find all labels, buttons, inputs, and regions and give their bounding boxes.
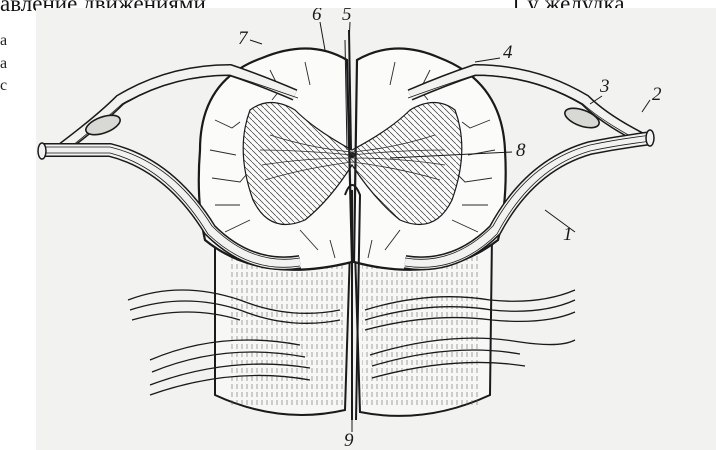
label-7: 7 xyxy=(238,28,249,49)
label-1: 1 xyxy=(563,224,573,245)
side-text-line-2: а xyxy=(0,53,7,75)
label-9: 9 xyxy=(344,430,354,450)
label-8: 8 xyxy=(516,140,526,161)
spinal-cord-figure: 1 2 3 4 5 6 7 8 9 xyxy=(36,8,716,450)
label-2: 2 xyxy=(652,84,662,105)
label-3: 3 xyxy=(599,76,610,97)
side-text-line-1: а xyxy=(0,30,7,52)
spinal-cord-illustration: 1 2 3 4 5 6 7 8 9 xyxy=(36,8,716,450)
label-6: 6 xyxy=(312,8,322,25)
label-5: 5 xyxy=(342,8,352,25)
label-4: 4 xyxy=(503,42,513,63)
side-text-line-3: с xyxy=(0,75,7,97)
